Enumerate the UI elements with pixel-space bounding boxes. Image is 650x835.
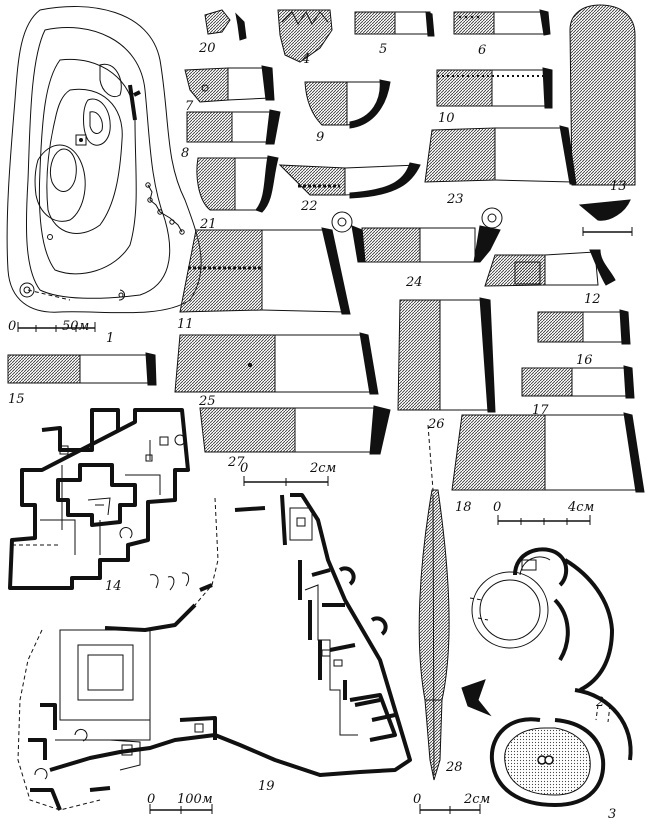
figure-label-2: 2 [595, 695, 604, 710]
sherd-20 [204, 9, 247, 41]
scale-bar-plan-19 [149, 804, 213, 814]
figure-label-16: 16 [576, 353, 593, 368]
sherd-10 [436, 67, 553, 109]
figure-label-27: 27 [227, 455, 245, 470]
scale-length-spear: 2см [463, 792, 490, 807]
sherd-18 [451, 412, 645, 493]
sherd-23 [424, 125, 577, 185]
figure-label-5: 5 [379, 42, 387, 57]
round-dwelling-plan-2 [469, 547, 614, 692]
scale-length-pottery-4cm: 4см [567, 500, 594, 515]
figure-label-6: 6 [478, 43, 486, 58]
scale-bar-pottery-4cm [497, 515, 591, 525]
site-contour-map [6, 6, 202, 314]
sherd-6 [453, 9, 551, 36]
scale-zero-pottery-4cm: 0 [493, 500, 501, 515]
figure-label-25: 25 [198, 394, 216, 409]
scale-zero-pottery: 0 [240, 461, 248, 476]
figure-label-12: 12 [584, 292, 601, 307]
sherd-15 [7, 352, 157, 386]
figure-label-3: 3 [608, 807, 616, 822]
sherd-27 [199, 405, 391, 455]
figure-label-7: 7 [185, 99, 194, 114]
figure-label-9: 9 [316, 130, 324, 145]
figure-label-23: 23 [446, 192, 464, 207]
figure-label-19: 19 [258, 779, 275, 794]
scale-length-pottery: 2см [309, 461, 336, 476]
scale-length-plan-19: 100м [177, 792, 213, 807]
sherd-16 [537, 309, 631, 345]
figure-label-14: 14 [105, 579, 122, 594]
sherd-7 [184, 65, 275, 103]
figure-label-26: 26 [427, 417, 445, 432]
scale-bar-map-1 [17, 322, 96, 332]
sherd-17 [521, 365, 635, 399]
sherd-4 [277, 9, 333, 63]
figure-label-15: 15 [8, 392, 25, 407]
sherd-5 [354, 11, 435, 37]
figure-label-4: 4 [301, 52, 310, 67]
vessel-24 [331, 207, 503, 263]
sherd-8 [186, 109, 281, 145]
figure-label-22: 22 [300, 199, 318, 214]
scale-length-map-1: 50м [62, 319, 89, 334]
figure-label-17: 17 [532, 403, 549, 418]
figure-label-1: 1 [106, 331, 114, 346]
dish-22 [278, 162, 421, 199]
sherd-12 [484, 249, 616, 287]
figure-label-20: 20 [198, 41, 216, 56]
fortress-plan-19 [17, 493, 412, 811]
sherd-11 [179, 227, 351, 315]
sherd-26 [397, 297, 496, 413]
oval-dwelling-plan-3 [489, 688, 633, 807]
figure-label-18: 18 [455, 500, 472, 515]
figure-label-11: 11 [177, 317, 194, 332]
figure-label-21: 21 [199, 217, 217, 232]
whetstone-13 [569, 4, 636, 236]
scale-zero-plan-19: 0 [147, 792, 155, 807]
sherd-25 [174, 332, 379, 395]
figure-label-24: 24 [405, 275, 423, 290]
scale-bar-spear [419, 804, 481, 814]
figure-label-8: 8 [181, 146, 189, 161]
building-plan-14 [8, 408, 190, 590]
figure-label-28: 28 [445, 760, 463, 775]
bowl-9 [304, 79, 391, 129]
scale-zero-map-1: 0 [8, 319, 16, 334]
spearhead-28 [418, 424, 492, 781]
figure-label-13: 13 [610, 179, 627, 194]
scale-zero-spear: 0 [413, 792, 421, 807]
figure-label-10: 10 [438, 111, 455, 126]
scale-bar-pottery [243, 476, 329, 486]
pot-21 [196, 155, 279, 213]
